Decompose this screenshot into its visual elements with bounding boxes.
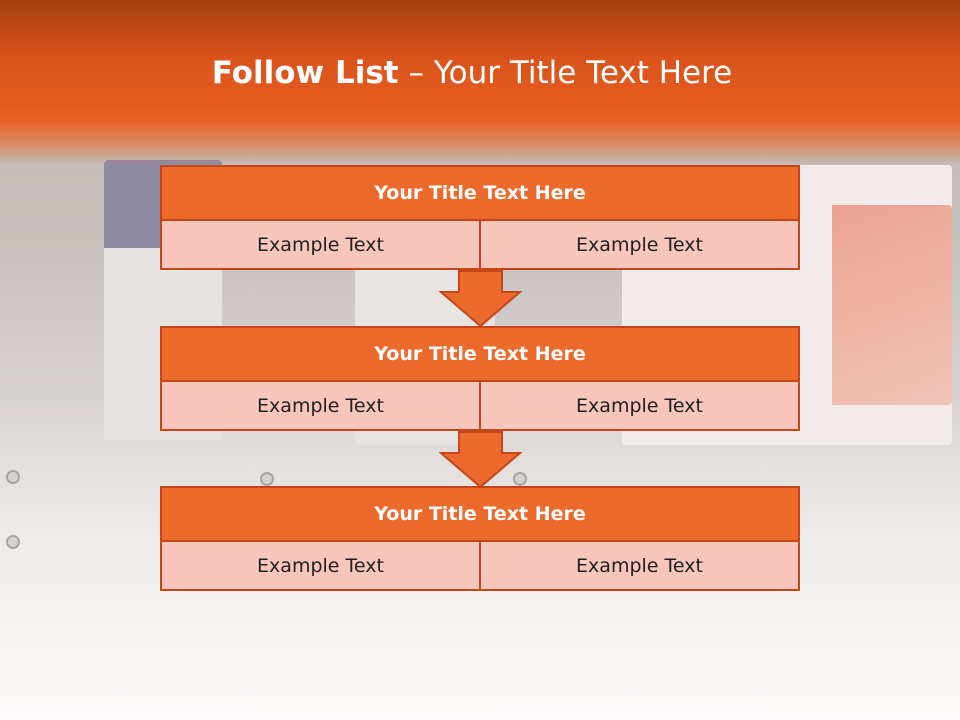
step-2-cell-left: Example Text bbox=[160, 380, 481, 431]
slide-title-rest: – Your Title Text Here bbox=[398, 55, 733, 91]
step-1-cell-left: Example Text bbox=[160, 219, 481, 270]
step-2-title: Your Title Text Here bbox=[160, 326, 800, 382]
down-arrow-icon bbox=[439, 270, 522, 327]
slide-title: Follow List – Your Title Text Here bbox=[0, 55, 944, 91]
step-3-cell-left: Example Text bbox=[160, 540, 481, 591]
step-2: Your Title Text Here Example Text Exampl… bbox=[160, 326, 800, 431]
screw-icon bbox=[6, 470, 20, 484]
step-2-cell-right: Example Text bbox=[479, 380, 800, 431]
screw-icon bbox=[6, 535, 20, 549]
step-1-cell-right: Example Text bbox=[479, 219, 800, 270]
slide-title-bold: Follow List bbox=[211, 55, 399, 91]
step-1: Your Title Text Here Example Text Exampl… bbox=[160, 165, 800, 270]
screw-icon bbox=[260, 472, 274, 486]
step-3: Your Title Text Here Example Text Exampl… bbox=[160, 486, 800, 591]
screw-icon bbox=[513, 472, 527, 486]
step-1-title: Your Title Text Here bbox=[160, 165, 800, 221]
title-bar bbox=[0, 0, 960, 165]
step-3-title: Your Title Text Here bbox=[160, 486, 800, 542]
down-arrow-icon bbox=[439, 431, 522, 488]
step-3-cell-right: Example Text bbox=[479, 540, 800, 591]
